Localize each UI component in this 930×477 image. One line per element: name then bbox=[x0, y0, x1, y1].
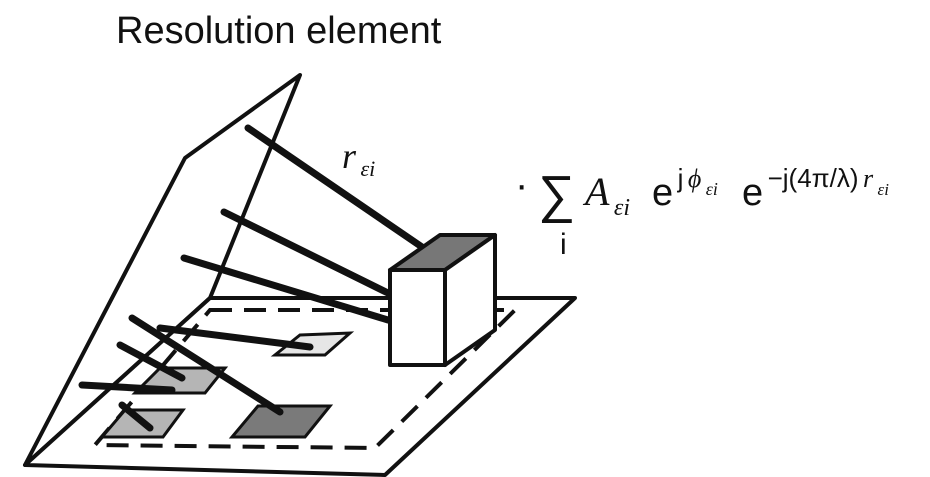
range-ray bbox=[128, 314, 284, 416]
range-ray bbox=[118, 401, 154, 432]
scatterer-patch bbox=[228, 404, 334, 439]
equation: · ∑ i A εi e j ϕ εi e −j(4π/λ) r εi bbox=[515, 163, 889, 261]
amplitude-symbol: A bbox=[582, 169, 610, 214]
sum-index: i bbox=[560, 228, 567, 261]
exp2-subscript: εi bbox=[878, 180, 890, 199]
equation-lead-dot: · bbox=[515, 163, 528, 207]
range-ray bbox=[180, 254, 392, 324]
scatterer-patch bbox=[270, 331, 355, 357]
range-ray bbox=[156, 324, 314, 351]
exp1-phi: ϕ bbox=[688, 164, 701, 193]
amplitude-term: A εi bbox=[582, 169, 630, 221]
exp2-power: −j(4π/λ) bbox=[768, 163, 859, 193]
radar-sensor-box bbox=[388, 233, 497, 367]
range-subscript: εi bbox=[360, 156, 375, 181]
amplitude-subscript: εi bbox=[614, 195, 630, 221]
range-exponential: e −j(4π/λ) r εi bbox=[742, 163, 889, 214]
range-ray bbox=[244, 124, 426, 251]
range-label: r εi bbox=[342, 136, 375, 181]
phase-exponential: e j ϕ εi bbox=[652, 163, 718, 214]
range-symbol: r bbox=[342, 136, 357, 176]
range-ray bbox=[220, 208, 392, 297]
range-ray bbox=[78, 381, 176, 394]
exp2-base: e bbox=[742, 172, 763, 214]
sum-symbol: ∑ bbox=[538, 166, 575, 224]
diagram-title: Resolution element bbox=[116, 10, 442, 52]
exp1-subscript: εi bbox=[706, 179, 718, 199]
sensor-front-face bbox=[388, 268, 447, 367]
exp2-r: r bbox=[863, 164, 874, 193]
exp1-base: e bbox=[652, 172, 673, 214]
exp1-j: j bbox=[677, 163, 684, 193]
range-ray bbox=[116, 341, 186, 382]
